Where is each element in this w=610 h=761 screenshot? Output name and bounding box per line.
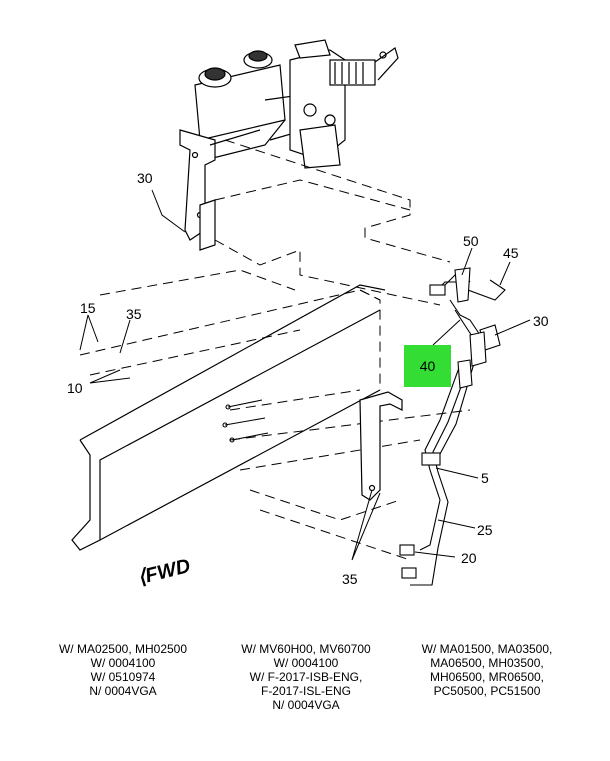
- note-left-line-3: W/ 0510974: [90, 670, 156, 684]
- callout-25: 25: [477, 522, 493, 538]
- note-middle-line-1: W/ MV60H00, MV60700: [241, 642, 371, 656]
- highlight-box-40: [404, 345, 451, 387]
- callout-50: 50: [463, 233, 479, 249]
- note-middle: W/ MV60H00, MV60700 W/ 0004100 W/ F-2017…: [216, 642, 396, 712]
- note-left-line-1: W/ MA02500, MH02500: [58, 642, 188, 656]
- callout-30-top: 30: [137, 170, 153, 186]
- callout-35-left: 35: [126, 306, 142, 322]
- note-right-line-2: MA06500, MH03500,: [430, 656, 544, 670]
- bolts: [222, 399, 269, 443]
- callout-30-right: 30: [533, 313, 549, 329]
- leader-lines: [79, 189, 531, 561]
- callout-5: 5: [481, 470, 489, 486]
- applicability-notes: W/ MA02500, MH02500 W/ 0004100 W/ 051097…: [0, 642, 610, 732]
- note-middle-line-5: N/ 0004VGA: [272, 698, 340, 712]
- master-cylinder: [194, 50, 306, 161]
- mounting-bracket-lower: [359, 391, 403, 501]
- note-left: W/ MA02500, MH02500 W/ 0004100 W/ 051097…: [33, 642, 213, 698]
- note-right-line-3: MH06500, MR06500,: [429, 670, 545, 684]
- callout-45: 45: [503, 245, 519, 261]
- note-right-line-4: PC50500, PC51500: [433, 684, 541, 698]
- frame-phantom-lines: [79, 139, 471, 561]
- callout-40: 40: [419, 358, 436, 374]
- note-left-line-2: W/ 0004100: [90, 656, 156, 670]
- callout-35-bottom: 35: [342, 571, 358, 587]
- callout-15: 15: [80, 300, 96, 316]
- brake-booster: [289, 39, 399, 169]
- note-middle-line-3: W/ F-2017-ISB-ENG,: [249, 670, 363, 684]
- brake-lines: [399, 267, 506, 586]
- note-middle-line-2: W/ 0004100: [273, 656, 339, 670]
- callout-20: 20: [461, 550, 477, 566]
- note-right: W/ MA01500, MA03500, MA06500, MH03500, M…: [397, 642, 577, 698]
- note-right-line-1: W/ MA01500, MA03500,: [421, 642, 553, 656]
- crossmember: [71, 284, 386, 551]
- note-left-line-4: N/ 0004VGA: [89, 684, 157, 698]
- note-middle-line-4: F-2017-ISL-ENG: [260, 684, 352, 698]
- brake-line-diagram: [71, 39, 531, 586]
- mounting-bracket-upper: [179, 129, 261, 251]
- callout-10: 10: [67, 380, 83, 396]
